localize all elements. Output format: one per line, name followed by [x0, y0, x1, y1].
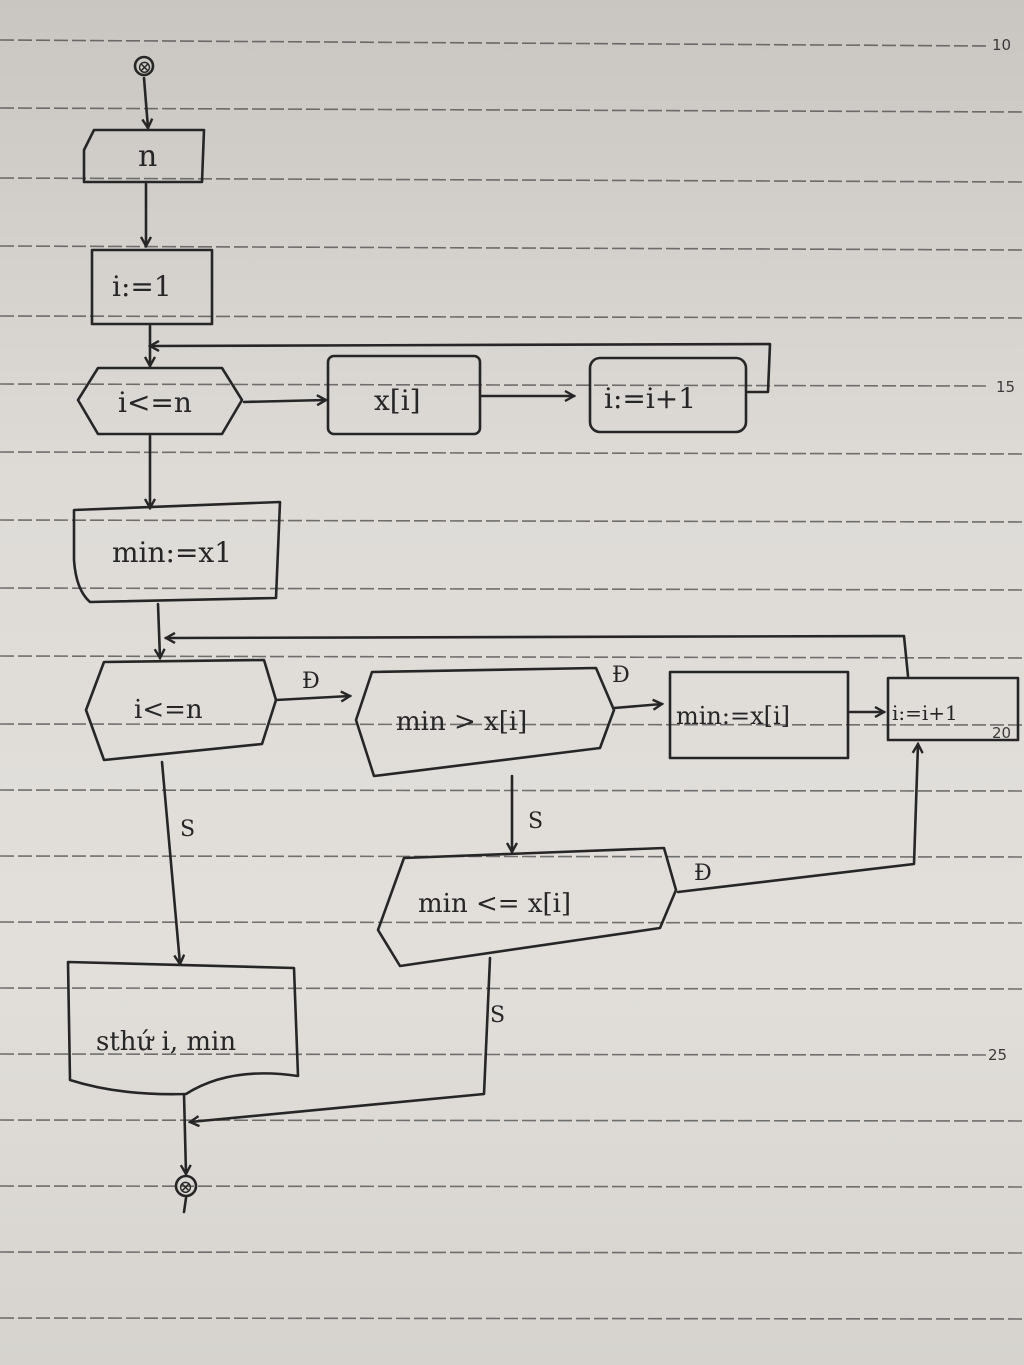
arrow-equal-to-increment: [676, 744, 918, 894]
arrow-loop1-to-input-x: [242, 400, 326, 402]
margin-number-25: 25: [988, 1046, 1007, 1064]
input-x-label: x[i]: [374, 384, 421, 417]
increment-1-label: i:=i+1: [604, 382, 696, 415]
compare-greater-label: min > x[i]: [396, 707, 527, 737]
input-n-label: n: [138, 139, 157, 174]
start-symbol: ⊗: [137, 57, 152, 78]
margin-number-15: 15: [996, 378, 1015, 396]
arrow-equal-to-end: [190, 956, 492, 1122]
label-true-equal: Đ: [694, 861, 712, 886]
margin-number-20: 20: [992, 724, 1011, 742]
increment-1-shape: [588, 356, 748, 434]
loop2-condition-label: i<=n: [134, 695, 203, 725]
init-min-shape: [72, 500, 282, 604]
output-shape: [66, 960, 300, 1096]
increment-2-label: i:=i+1: [892, 701, 958, 725]
assign-min-label: min:=x[i]: [676, 702, 790, 730]
arrow-output-to-end: [184, 1092, 186, 1174]
start-node: [133, 55, 155, 77]
label-true-compare: Đ: [612, 663, 630, 688]
compare-greater-shape: [354, 666, 616, 778]
margin-number-10: 10: [992, 36, 1011, 54]
input-x-shape: [326, 354, 482, 436]
arrow-loop1-back: [150, 344, 772, 394]
arrow-loop2-back: [166, 636, 910, 678]
init-i-label: i:=1: [112, 270, 172, 303]
end-symbol: ⊗: [178, 1177, 193, 1198]
input-n-shape: [82, 128, 206, 184]
init-min-label: min:=x1: [112, 536, 232, 569]
label-false-equal: S: [490, 1003, 505, 1028]
arrow-start-to-input: [144, 76, 148, 128]
label-false-compare: S: [528, 809, 543, 834]
arrow-compare-to-assign: [612, 704, 662, 708]
assign-min-shape: [668, 670, 850, 760]
loop1-condition-label: i<=n: [118, 386, 192, 419]
arrow-loop2-to-compare: [274, 696, 350, 700]
label-true-loop2: Đ: [302, 669, 320, 694]
loop2-condition-shape: [84, 658, 278, 762]
output-label: sthứ i, min: [96, 1027, 236, 1057]
loop1-condition-shape: [76, 366, 244, 436]
compare-equal-shape: [376, 846, 678, 968]
arrow-loop2-to-output: [160, 760, 180, 964]
end-tail: [182, 1196, 188, 1214]
init-i-shape: [90, 248, 214, 326]
label-false-loop2: S: [180, 817, 195, 842]
end-node: [174, 1174, 198, 1198]
compare-equal-label: min <= x[i]: [418, 889, 571, 919]
increment-2-shape: [886, 676, 1020, 742]
arrow-init-min-to-loop2: [158, 602, 160, 658]
